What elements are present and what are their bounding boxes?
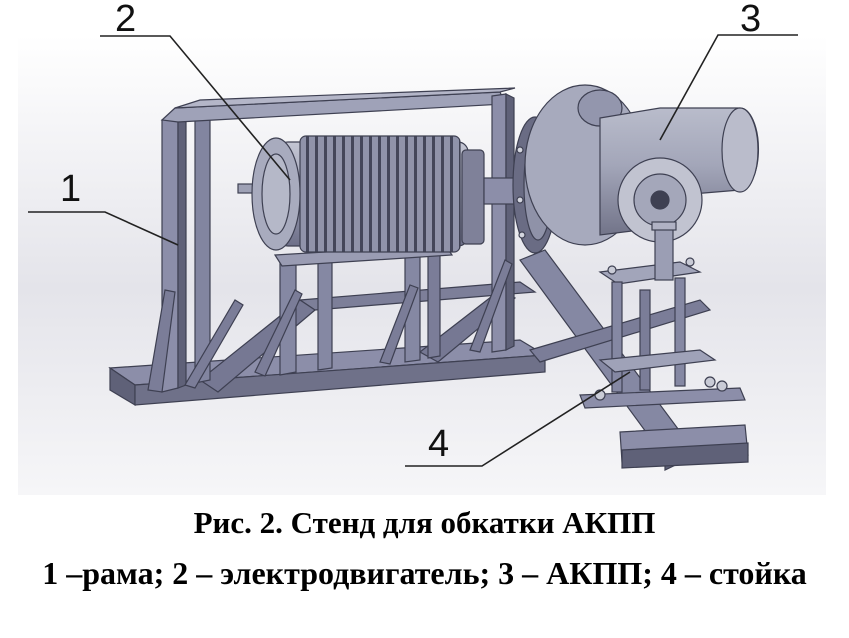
support-stoika: [519, 221, 749, 471]
stand-post: [611, 281, 623, 393]
motor-support: [427, 249, 441, 359]
bolt: [704, 376, 716, 388]
frame-brace: [147, 289, 176, 393]
callout-number-4: 4: [428, 423, 450, 465]
transmission-tail: [721, 107, 759, 193]
motor-end-cap-rim: [261, 153, 291, 235]
bolt: [685, 257, 695, 267]
base-beam-front-side: [134, 354, 546, 406]
callout-number-1: 1: [60, 168, 82, 210]
motor-support: [317, 259, 333, 371]
stand-base-plate: [598, 349, 717, 373]
stand-table: [598, 261, 702, 285]
figure-legend: 1 –рама; 2 – электродвигатель; 3 – АКПП;…: [42, 555, 807, 591]
coupling-shaft: [483, 177, 515, 205]
electric-motor: [237, 135, 485, 253]
bolt: [716, 380, 728, 392]
stand-foot-beam: [579, 387, 746, 409]
bolt: [518, 231, 526, 239]
motor-support-brace: [379, 284, 419, 365]
bolt: [607, 265, 617, 275]
bolt: [516, 146, 524, 154]
leader-lines: [28, 34, 798, 467]
frame-brace: [184, 299, 244, 389]
figure-caption: Рис. 2. Стенд для обкатки АКПП: [193, 505, 656, 540]
frame-top-beam-2: [174, 87, 516, 109]
callout-number-2: 2: [115, 0, 137, 40]
transmission-akpp: [524, 84, 760, 246]
motor-cooling-fins: [299, 135, 461, 253]
bolt: [516, 196, 524, 204]
callout-number-3: 3: [740, 0, 762, 40]
stand-post: [674, 277, 686, 387]
stand-column-cap: [651, 221, 677, 231]
frame-left-post-back: [194, 109, 211, 384]
leader-line-2: [100, 35, 291, 181]
output-hub: [650, 190, 670, 210]
stand-post: [639, 289, 651, 391]
motor-flange: [461, 149, 485, 245]
frame-right-brace: [469, 259, 513, 353]
leader-line-3: [659, 34, 798, 141]
motor-support-brace: [254, 289, 303, 377]
frame-rama: [108, 87, 547, 407]
stand-column: [654, 224, 674, 281]
frame-left-post-front-side: [177, 117, 187, 389]
leader-line-1: [28, 211, 179, 246]
frame-right-post-side: [505, 93, 515, 351]
stand-foot-side: [621, 442, 749, 469]
leader-line-4: [405, 371, 631, 467]
